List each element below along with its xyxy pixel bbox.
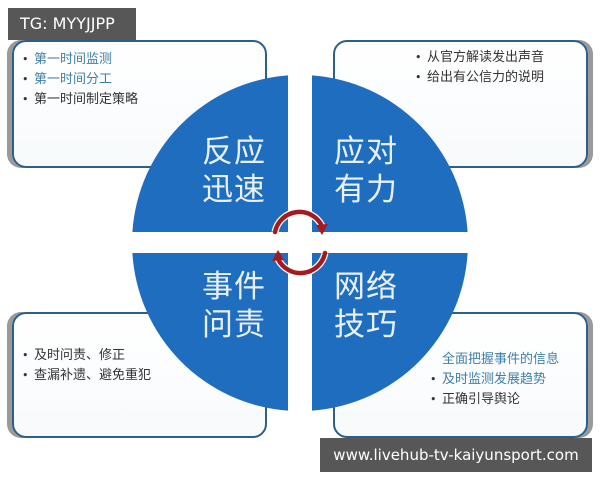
bullet-icon: • <box>415 71 422 84</box>
label-line: 迅速 <box>202 172 266 208</box>
bullet-item: • 从官方解读发出声音 <box>415 48 544 68</box>
watermark-badge: TG: MYYJJPP <box>8 8 136 40</box>
bullet-text: 从官方解读发出声音 <box>427 50 545 65</box>
top-right-bullet-list: • 从官方解读发出声音 • 给出有公信力的说明 <box>415 48 544 88</box>
quadrant-label-bottom-right: 网络 技巧 <box>334 268 414 344</box>
quadrant-bottom-right <box>312 253 468 411</box>
top-left-bullet-list: • 第一时间监测 • 第一时间分工 • 第一时间制定策略 <box>22 50 138 110</box>
bullet-text: 第一时间监测 <box>34 52 113 67</box>
bullet-icon: • <box>22 93 29 106</box>
bullet-text: 第一时间分工 <box>34 72 113 87</box>
bullet-item: • 及时监测发展趋势 <box>430 370 559 390</box>
label-line: 有力 <box>334 172 398 208</box>
bullet-item: • 第一时间制定策略 <box>22 90 138 110</box>
quadrant-label-top-left: 反应 迅速 <box>202 133 282 209</box>
quadrant-bottom-left <box>132 253 288 411</box>
quadrant-top-left <box>132 75 288 233</box>
bullet-item: • 给出有公信力的说明 <box>415 68 544 88</box>
label-line: 网络 <box>334 269 398 305</box>
label-line: 应对 <box>334 134 398 170</box>
bottom-left-bullet-list: • 及时问责、修正 • 查漏补遗、避免重犯 <box>22 346 151 386</box>
watermark-url: www.livehub-tv-kaiyunsport.com <box>320 438 592 472</box>
bullet-text: 及时监测发展趋势 <box>442 372 547 387</box>
bullet-item: • 及时问责、修正 <box>22 346 151 366</box>
label-line: 反应 <box>202 134 266 170</box>
label-line: 事件 <box>202 269 266 305</box>
label-line: 问责 <box>202 307 266 343</box>
bullet-item: • 查漏补遗、避免重犯 <box>22 366 151 386</box>
bullet-icon: • <box>22 369 29 382</box>
bullet-icon: • <box>22 53 29 66</box>
quadrant-label-bottom-left: 事件 问责 <box>202 268 282 344</box>
bullet-item: 全面把握事件的信息 <box>430 350 559 370</box>
bullet-item: • 第一时间分工 <box>22 70 138 90</box>
label-line: 技巧 <box>334 307 398 343</box>
bullet-icon: • <box>430 393 437 406</box>
bottom-right-bullet-list: 全面把握事件的信息 • 及时监测发展趋势 • 正确引导舆论 <box>430 350 559 410</box>
bullet-icon: • <box>415 51 422 64</box>
bullet-text: 查漏补遗、避免重犯 <box>34 368 152 383</box>
bullet-text: 及时问责、修正 <box>34 348 126 363</box>
quadrant-top-right <box>312 75 468 233</box>
bullet-icon: • <box>22 73 29 86</box>
quadrant-label-top-right: 应对 有力 <box>334 133 414 209</box>
bullet-text: 全面把握事件的信息 <box>442 352 560 367</box>
bullet-text: 正确引导舆论 <box>442 392 521 407</box>
bullet-text: 给出有公信力的说明 <box>427 70 545 85</box>
bullet-icon: • <box>22 349 29 362</box>
bullet-item: • 第一时间监测 <box>22 50 138 70</box>
bullet-text: 第一时间制定策略 <box>34 92 139 107</box>
bullet-icon: • <box>430 373 437 386</box>
bullet-item: • 正确引导舆论 <box>430 390 559 410</box>
quadrant-circle-diagram <box>132 75 468 411</box>
